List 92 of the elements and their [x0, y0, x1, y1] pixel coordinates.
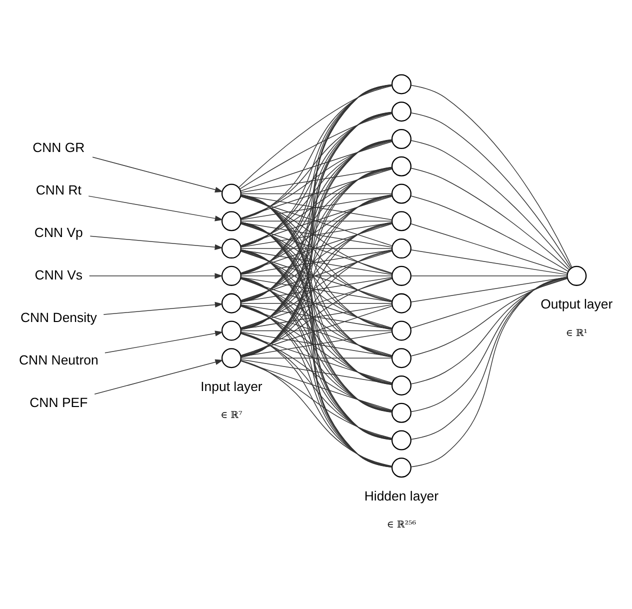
connector	[240, 168, 392, 274]
connector	[240, 333, 392, 384]
node-text: CNN GR	[32, 140, 85, 155]
connector	[240, 140, 392, 274]
node-text: CNN Neutron	[18, 352, 98, 368]
connector	[240, 167, 392, 302]
connector	[410, 168, 570, 270]
connector	[240, 360, 392, 467]
node-circle	[391, 375, 412, 396]
connector	[240, 360, 392, 411]
connector	[240, 168, 393, 246]
connector	[240, 277, 392, 412]
connector	[240, 278, 392, 384]
connector	[240, 360, 393, 439]
node-circle	[391, 238, 412, 259]
connector	[238, 86, 392, 188]
connector	[410, 277, 568, 412]
node-circle	[391, 293, 412, 314]
connector	[410, 278, 568, 328]
connector	[240, 332, 392, 440]
connector	[240, 250, 392, 275]
node-circle	[391, 156, 412, 176]
connector	[240, 194, 392, 220]
connector	[410, 84, 572, 268]
label: ∈ ℝ¹	[566, 328, 588, 339]
connector	[240, 302, 392, 304]
connector	[240, 304, 392, 330]
node-text: CNN PEF	[30, 394, 88, 410]
label: Input layer	[200, 378, 262, 394]
connector	[240, 304, 392, 440]
connector	[240, 359, 392, 384]
connector	[240, 141, 392, 192]
node-circle	[221, 320, 242, 341]
node-circle	[221, 184, 242, 204]
label: Hidden layer	[364, 488, 439, 504]
arrow	[94, 359, 224, 395]
node-text: CNN Vs	[34, 267, 83, 282]
connector	[240, 250, 392, 385]
node-circle	[391, 348, 412, 368]
connector	[240, 168, 392, 219]
connector	[410, 276, 568, 302]
node-circle	[391, 211, 412, 232]
node-circle	[391, 184, 412, 204]
node-circle	[391, 458, 412, 478]
connector	[240, 112, 392, 220]
connector	[410, 112, 572, 268]
node-circle	[221, 211, 242, 232]
connector	[240, 306, 393, 384]
node-circle	[391, 128, 412, 149]
connector	[240, 112, 392, 247]
node-circle	[221, 238, 242, 259]
connector	[410, 278, 568, 357]
connector	[240, 193, 392, 194]
connector	[240, 332, 392, 358]
arrow	[89, 273, 223, 279]
connector	[240, 248, 392, 249]
node-circle	[566, 266, 587, 286]
connector	[240, 84, 392, 220]
arrow	[88, 196, 224, 222]
node-text: CNN Rt	[36, 182, 82, 198]
node-circle	[391, 320, 412, 341]
connector	[240, 330, 392, 332]
node-circle	[221, 348, 242, 368]
connector	[240, 305, 392, 412]
connector	[240, 333, 393, 412]
connector	[410, 140, 571, 270]
node-text: CNN Vp	[34, 224, 83, 240]
connector	[240, 276, 392, 302]
node-circle	[221, 266, 242, 286]
arrow	[104, 330, 224, 354]
connector	[410, 223, 568, 274]
node-text: CNN Density	[20, 310, 97, 325]
label: ∈ ℝ²⁵⁶	[386, 520, 416, 531]
arrow	[90, 236, 223, 250]
connector	[410, 250, 568, 275]
label: Output layer	[540, 296, 613, 312]
node-circle	[391, 74, 412, 94]
connector	[410, 277, 568, 384]
arrow	[92, 156, 224, 192]
connector	[410, 195, 569, 272]
connector	[240, 140, 392, 247]
node-circle	[391, 102, 412, 122]
node-circle	[391, 430, 412, 450]
connector	[240, 220, 392, 222]
connector	[239, 113, 393, 190]
node-circle	[391, 402, 412, 423]
arrow	[103, 302, 224, 315]
connector	[240, 332, 392, 467]
node-circle	[221, 293, 242, 314]
node-circle	[391, 266, 412, 286]
connector	[240, 140, 393, 219]
label: ∈ ℝ⁷	[220, 410, 242, 422]
